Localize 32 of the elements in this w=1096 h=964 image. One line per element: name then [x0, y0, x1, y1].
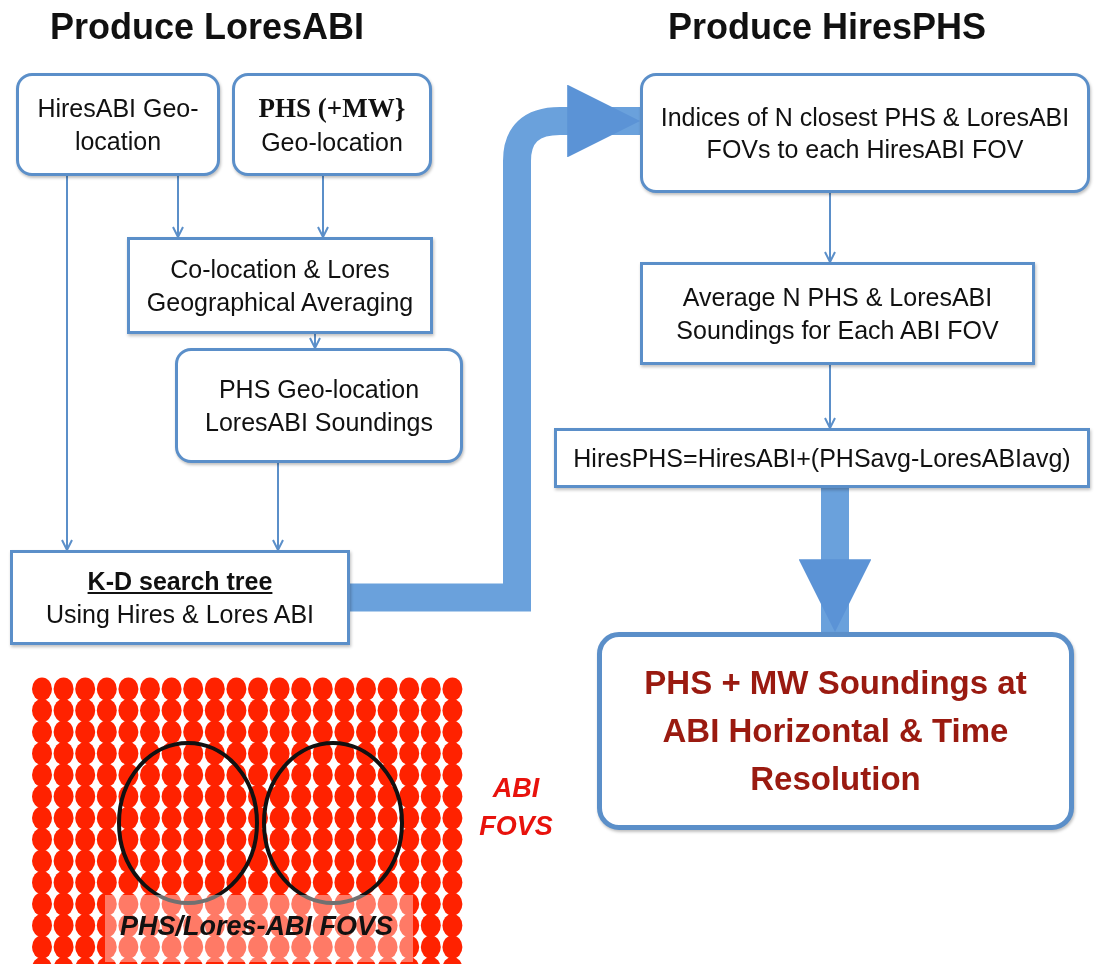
arrow [272, 462, 284, 551]
box-text: PHS + MW Soundings at ABI Horizontal & Time Resolution [643, 663, 1028, 799]
result-box [597, 632, 1074, 830]
section-heading: Produce LoresABI [50, 6, 365, 48]
box-text: Using Hires & Lores ABI [45, 598, 315, 630]
box-text: PHS Geo-location LoresABI Soundings [204, 374, 434, 438]
box-heading: PHS (+MW} [258, 91, 406, 125]
box-text: HiresPHS=HiresABI+(PHSavg-LoresABIavg) [573, 442, 1071, 474]
arrow [309, 333, 321, 349]
arrow [824, 364, 836, 429]
process-box [10, 550, 350, 645]
grid-label: ABI FOVS [478, 772, 554, 843]
box-text: Indices of N closest PHS & LoresABI FOVs to each HiresABI FOV [659, 101, 1071, 165]
arrow [824, 192, 836, 263]
box-text: HiresABI Geo-location [36, 93, 200, 157]
box-text: Average N PHS & LoresABI Soundings for Each ABI FOV [675, 282, 1000, 346]
box-text: Geo-location [261, 126, 403, 158]
process-box [232, 73, 432, 176]
arrow [61, 175, 73, 551]
arrow [317, 175, 329, 238]
process-box [175, 348, 463, 463]
process-box [640, 262, 1035, 365]
box-heading: K-D search tree [87, 566, 273, 597]
process-box [16, 73, 220, 176]
process-box [127, 237, 433, 334]
formula-box [554, 428, 1090, 488]
section-heading: Produce HiresPHS [668, 6, 987, 48]
box-text: Co-location & Lores Geographical Averaging [145, 254, 415, 318]
block-arrow [350, 84, 640, 612]
block-arrow [798, 488, 872, 632]
arrow [172, 175, 184, 238]
process-box [640, 73, 1090, 193]
